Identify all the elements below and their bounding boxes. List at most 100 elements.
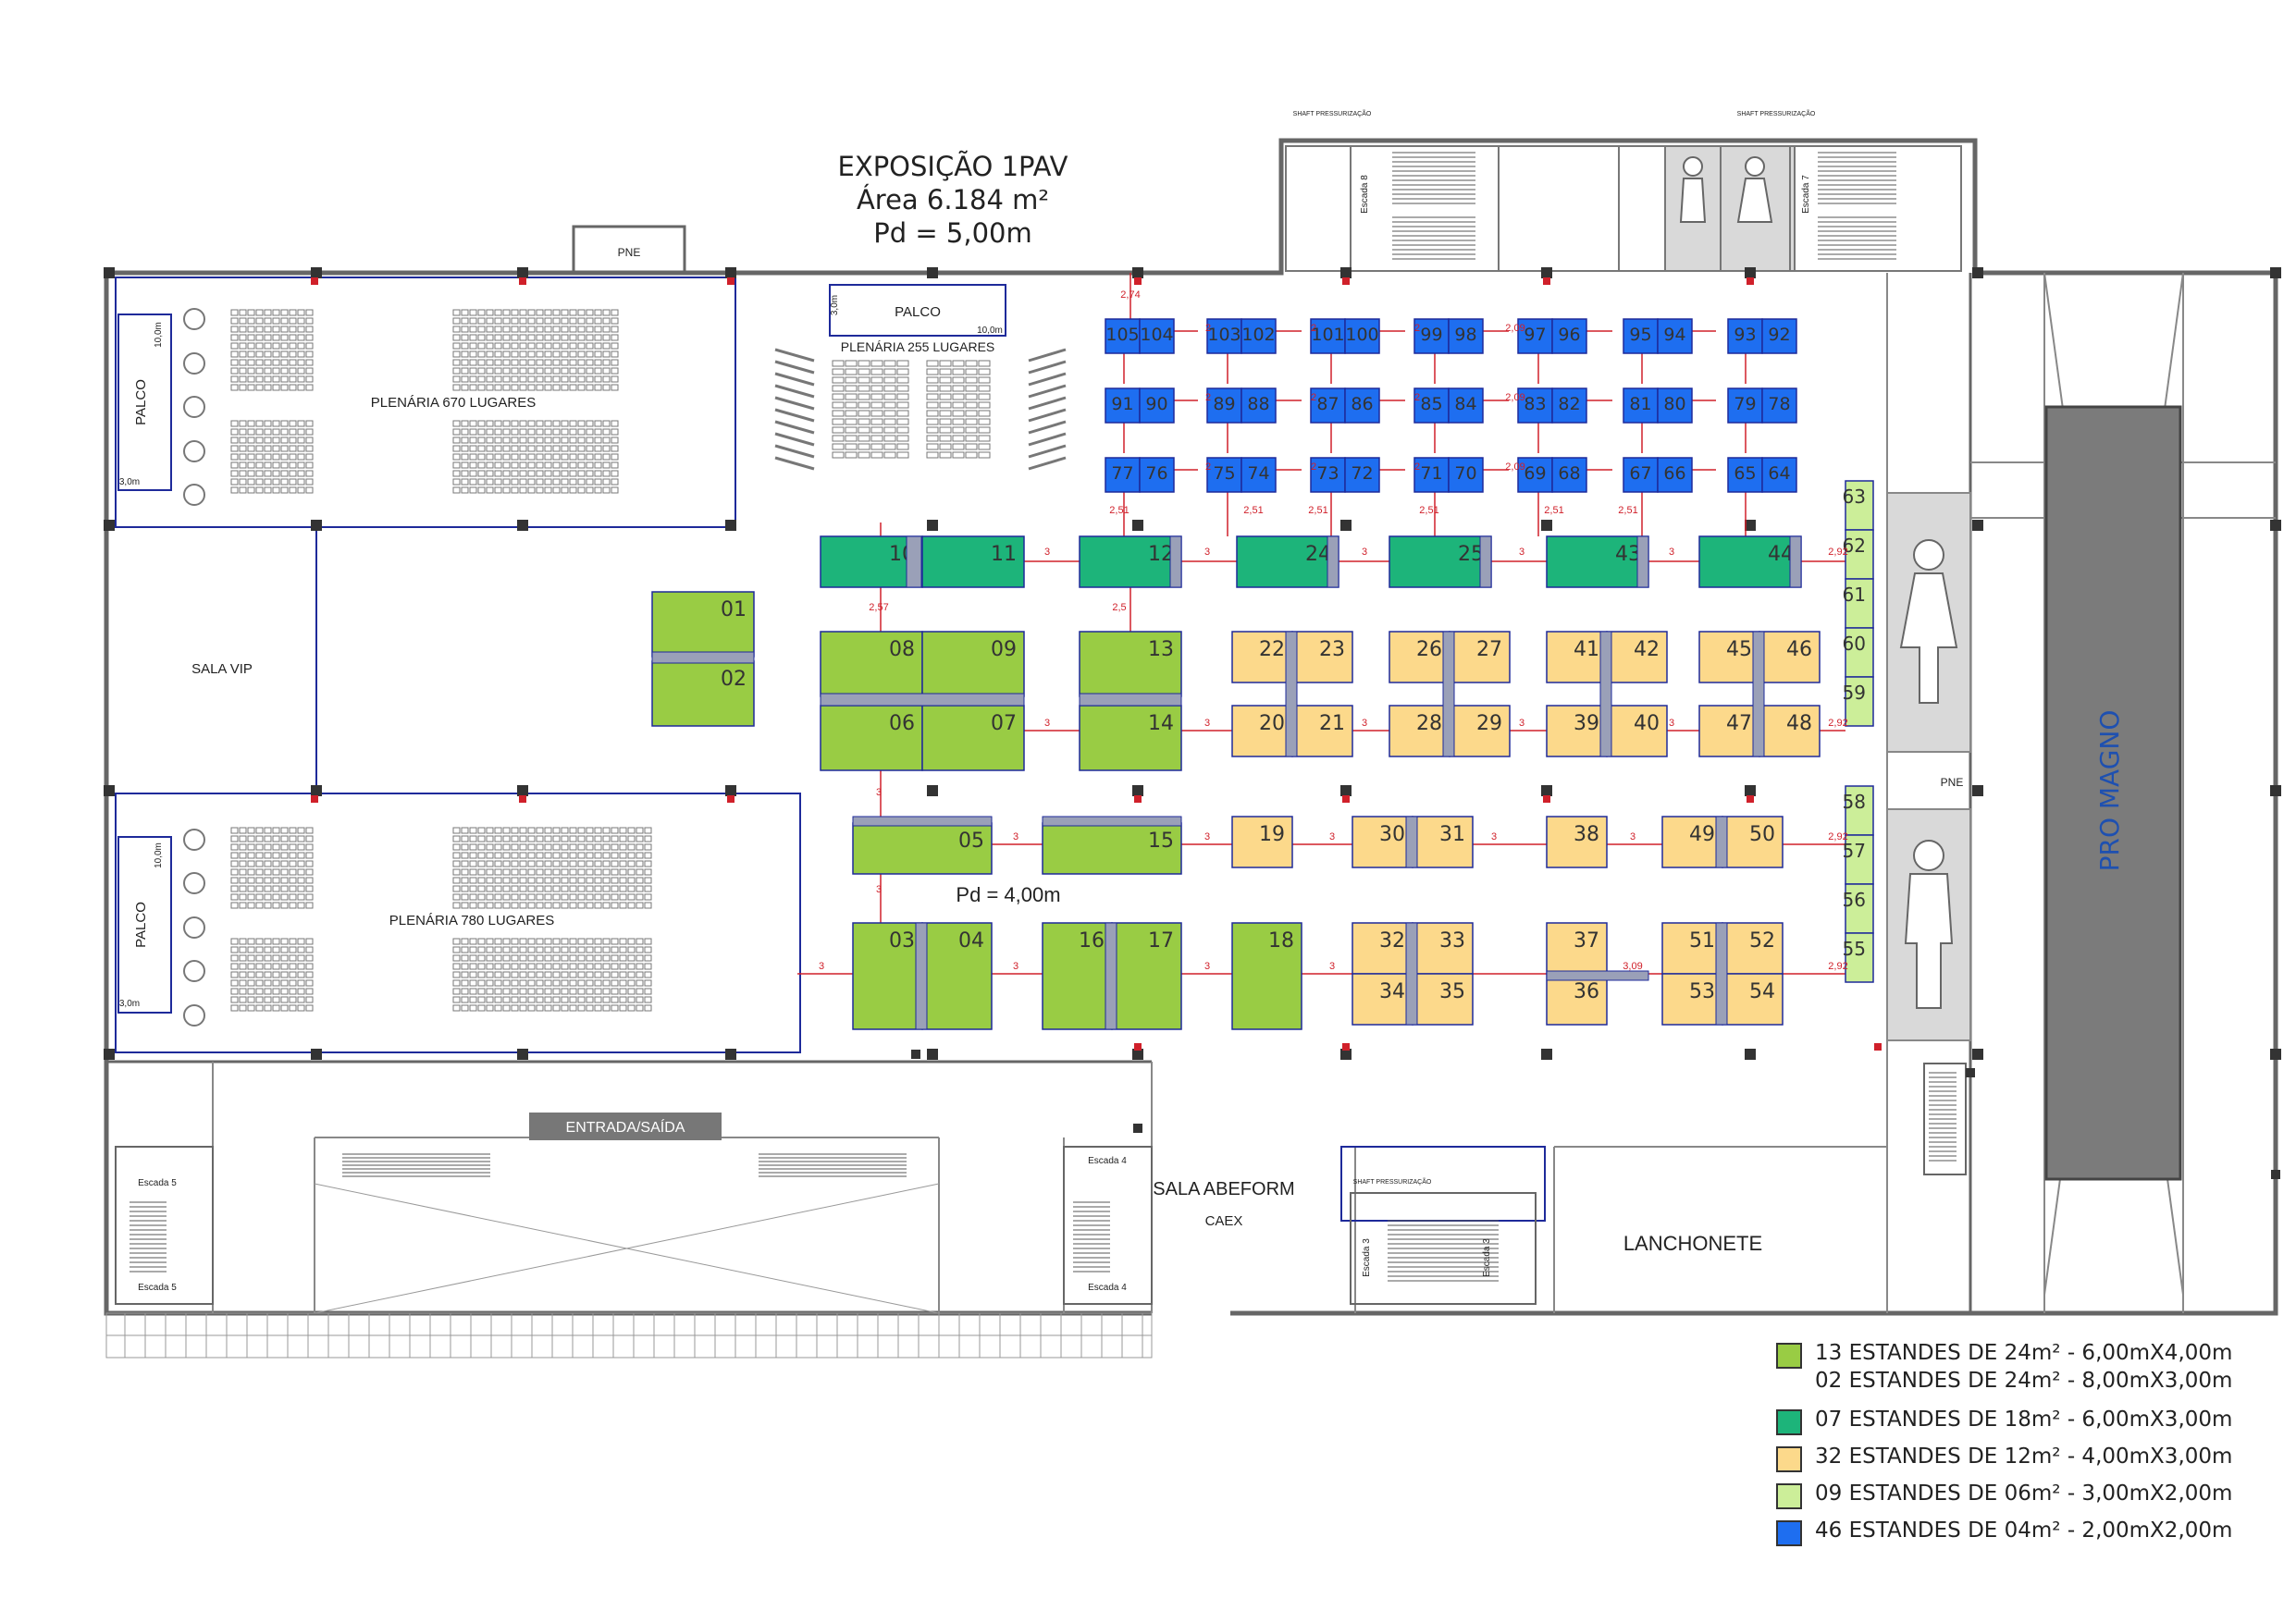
booth-number: 41 — [1574, 638, 1599, 661]
seat-row — [511, 954, 519, 962]
seat-row — [469, 1004, 477, 1012]
seat-row — [544, 436, 552, 444]
seat-row — [883, 393, 896, 400]
seat-row — [486, 954, 494, 962]
aisle-width-label: 2,51 — [1544, 505, 1563, 516]
column — [517, 785, 528, 796]
seat-row — [305, 877, 314, 884]
booth-number: 56 — [1843, 889, 1866, 911]
seat-row — [577, 877, 586, 884]
seat-row — [602, 359, 611, 366]
seat-row — [502, 486, 511, 494]
seat-row — [636, 954, 644, 962]
seat-row — [569, 470, 577, 477]
seat-row — [486, 420, 494, 427]
seat-row — [255, 309, 264, 316]
seat-row — [544, 885, 552, 892]
seat-row — [494, 827, 502, 834]
booth-70: 70 — [1448, 457, 1484, 493]
seat-row — [305, 326, 314, 333]
booth-number: 34 — [1379, 980, 1405, 1003]
booth-27: 27 — [1449, 631, 1511, 683]
seat-row — [577, 420, 586, 427]
seat-row — [297, 954, 305, 962]
seat-row — [586, 445, 594, 452]
seat-row — [870, 393, 883, 400]
booth-box — [1105, 387, 1141, 424]
speaker-icon — [183, 440, 205, 462]
seat-row — [577, 453, 586, 461]
entrada-label: ENTRADA/SAÍDA — [566, 1118, 685, 1136]
booth-box — [1352, 973, 1413, 1026]
seat-row — [619, 938, 627, 945]
seat-row — [477, 470, 486, 477]
seat-row — [289, 428, 297, 436]
booth-84: 84 — [1448, 387, 1484, 424]
seat-row — [280, 963, 289, 970]
seat-row — [461, 979, 469, 987]
seat-row — [230, 436, 239, 444]
seat-row — [289, 852, 297, 859]
seat-row — [255, 350, 264, 358]
seat-row — [544, 334, 552, 341]
seat-row — [536, 852, 544, 859]
seat-row — [602, 375, 611, 383]
seat-row — [486, 367, 494, 375]
seat-row — [586, 326, 594, 333]
fire-marker — [1543, 277, 1550, 285]
seat-row — [264, 420, 272, 427]
seat-row — [586, 954, 594, 962]
column — [1340, 267, 1352, 278]
seat-row — [611, 436, 619, 444]
seat-row — [239, 827, 247, 834]
seat-row — [305, 384, 314, 391]
booth-04: 04 — [921, 922, 993, 1030]
seat-row — [461, 835, 469, 842]
seat-row — [255, 877, 264, 884]
seat-row — [536, 359, 544, 366]
seat-row — [280, 367, 289, 375]
seat-row — [477, 384, 486, 391]
booth-number: 19 — [1259, 823, 1285, 846]
seat-row — [255, 453, 264, 461]
seat-row — [289, 868, 297, 876]
seat-row — [594, 988, 602, 995]
booth-box — [1344, 457, 1380, 493]
seat-row — [519, 868, 527, 876]
seat-row — [247, 428, 255, 436]
column — [104, 267, 115, 278]
booth-box — [1413, 387, 1450, 424]
seat-row — [561, 954, 569, 962]
column — [725, 267, 736, 278]
seat-row — [519, 436, 527, 444]
seat-row — [896, 376, 909, 384]
seat-row — [552, 843, 561, 851]
seat-row — [552, 445, 561, 452]
booth-box — [1517, 318, 1553, 354]
seat-row — [511, 979, 519, 987]
seat-row — [452, 350, 461, 358]
booth-number: 93 — [1734, 325, 1756, 345]
seat-row — [832, 435, 845, 442]
seat-row — [494, 428, 502, 436]
seat-row — [594, 893, 602, 901]
seat-row — [586, 902, 594, 909]
seat-row — [552, 470, 561, 477]
seat-row — [305, 996, 314, 1003]
booth-number: 40 — [1634, 712, 1660, 735]
side-seat — [774, 372, 815, 387]
seat-row — [627, 835, 636, 842]
seat-row — [239, 996, 247, 1003]
seat-row — [477, 988, 486, 995]
seat-row — [255, 827, 264, 834]
seat-row — [527, 445, 536, 452]
seat-row — [544, 877, 552, 884]
seat-row — [561, 478, 569, 486]
aisle-width-label: 3 — [1519, 547, 1524, 558]
column — [311, 267, 322, 278]
seat-row — [264, 384, 272, 391]
booth-number: 76 — [1145, 463, 1167, 484]
seat-row — [544, 1004, 552, 1012]
seat-row — [502, 309, 511, 316]
seat-row — [305, 461, 314, 469]
